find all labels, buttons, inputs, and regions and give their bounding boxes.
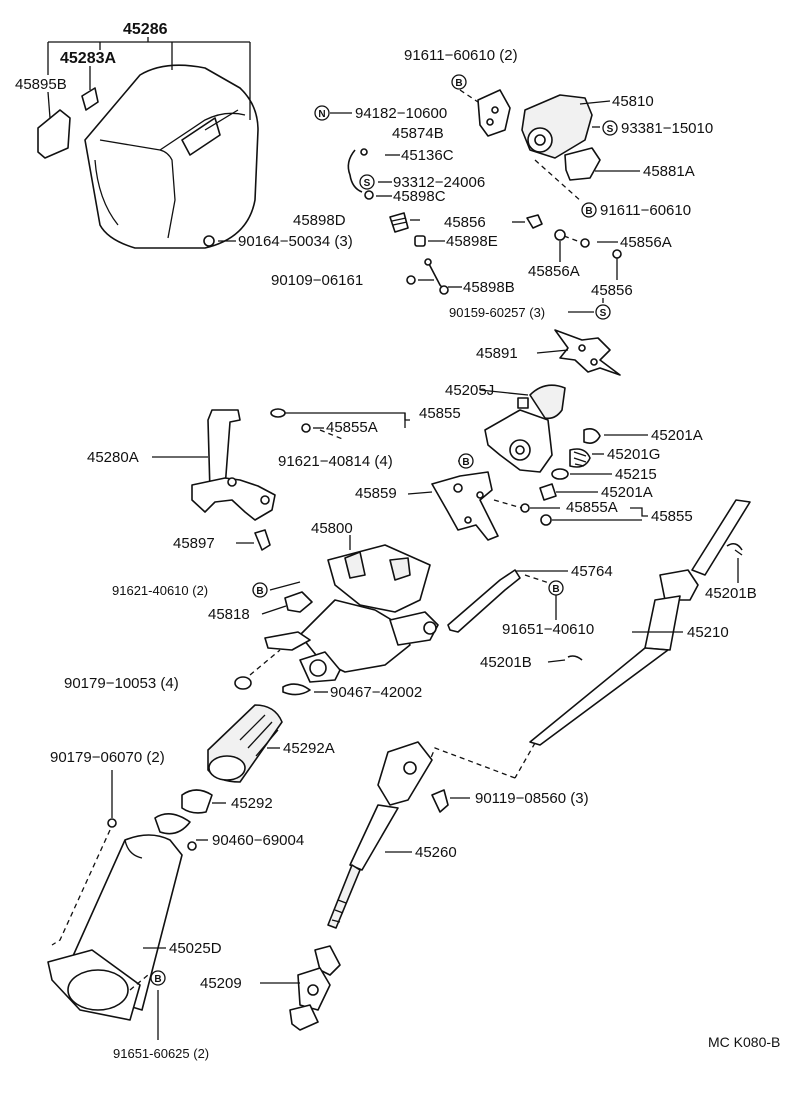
label-45874b: 45874B xyxy=(392,125,444,142)
label-45891: 45891 xyxy=(476,345,518,362)
label-45292: 45292 xyxy=(231,795,273,812)
svg-text:N: N xyxy=(318,109,325,120)
column-housing-45800-leaders xyxy=(234,569,568,696)
label-91611-60610-2: 91611−60610 (2) xyxy=(404,47,518,64)
label-91651-40610: 91651−40610 xyxy=(502,621,594,638)
label-45855a-bottom: 45855A xyxy=(566,499,618,516)
screw-symbol-93312-24006: S xyxy=(359,174,375,190)
label-45856-bottom: 45856 xyxy=(591,282,633,299)
label-45856a-right: 45856A xyxy=(620,234,672,251)
label-90109-06161: 90109−06161 xyxy=(271,272,363,289)
label-90159-60257: 90159-60257 (3) xyxy=(449,305,545,320)
label-45201b-right: 45201B xyxy=(705,585,757,602)
screw-symbol-90159-60257: S xyxy=(595,304,611,320)
column-housing-45800-drawing xyxy=(264,535,439,683)
label-90164-50034: 90164−50034 (3) xyxy=(238,233,353,250)
label-45895b: 45895B xyxy=(15,76,67,93)
label-45859: 45859 xyxy=(355,485,397,502)
key-cylinder-group-leaders xyxy=(330,89,640,313)
key-cylinder-group-drawing xyxy=(347,89,622,295)
label-45898e: 45898E xyxy=(446,233,498,250)
svg-text:B: B xyxy=(462,457,469,468)
label-90460-69004: 90460−69004 xyxy=(212,832,304,849)
label-90119-08560: 90119−08560 (3) xyxy=(475,790,589,807)
column-cover-drawing xyxy=(37,64,259,249)
diagram-code: MC K080-B xyxy=(708,1034,780,1050)
label-45897: 45897 xyxy=(173,535,215,552)
label-91621-40610: 91621-40610 (2) xyxy=(112,583,208,598)
label-45025d: 45025D xyxy=(169,940,222,957)
screw-symbol-93381-15010: S xyxy=(602,120,618,136)
label-90179-06070: 90179−06070 (2) xyxy=(50,749,165,766)
label-45283a: 45283A xyxy=(60,50,116,67)
label-45898b: 45898B xyxy=(463,279,515,296)
label-45881a: 45881A xyxy=(643,163,695,180)
bolt-symbol-91611-60610: B xyxy=(581,202,597,218)
label-91651-60625: 91651-60625 (2) xyxy=(113,1046,209,1061)
label-45764: 45764 xyxy=(571,563,613,580)
svg-text:S: S xyxy=(600,308,607,319)
main-shaft-45210-drawing xyxy=(429,499,751,779)
boot-45025d-drawing xyxy=(47,770,208,1040)
svg-text:B: B xyxy=(585,206,592,217)
svg-text:S: S xyxy=(607,124,614,135)
label-91611-60610: 91611−60610 xyxy=(600,202,691,219)
svg-text:S: S xyxy=(364,178,371,189)
label-94182-10600: 94182−10600 xyxy=(355,105,447,122)
bolt-symbol-91621-40610: B xyxy=(252,582,268,598)
label-45286: 45286 xyxy=(123,21,168,38)
tilt-bracket-45280a-drawing xyxy=(152,409,276,551)
nut-symbol-94182-10600: N xyxy=(314,105,330,121)
label-45898c: 45898C xyxy=(393,188,446,205)
label-45855: 45855 xyxy=(419,405,461,422)
label-45260: 45260 xyxy=(415,844,457,861)
label-45818: 45818 xyxy=(208,606,250,623)
bolt-symbol-91651-60625: B xyxy=(150,970,166,986)
bushing-45292a-drawing xyxy=(181,704,283,814)
label-45292a: 45292A xyxy=(283,740,335,757)
label-90179-10053: 90179−10053 (4) xyxy=(64,675,179,692)
label-45209: 45209 xyxy=(200,975,242,992)
label-45898d: 45898D xyxy=(293,212,346,229)
label-45136c: 45136C xyxy=(401,147,454,164)
bracket-45859-drawing xyxy=(407,471,499,541)
bolt-symbol-91651-40610: B xyxy=(548,580,564,596)
label-45810: 45810 xyxy=(612,93,654,110)
label-45201b-left: 45201B xyxy=(480,654,532,671)
label-45205j: 45205J xyxy=(445,382,494,399)
label-90467-42002: 90467−42002 xyxy=(330,684,422,701)
label-93381-15010: 93381−15010 xyxy=(621,120,713,137)
u-joint-45209-drawing xyxy=(260,945,341,1031)
intermediate-shaft-45260-drawing xyxy=(327,741,470,929)
svg-text:B: B xyxy=(154,974,161,985)
label-45856: 45856 xyxy=(444,214,486,231)
label-45201a-top: 45201A xyxy=(651,427,703,444)
label-45201g: 45201G xyxy=(607,446,660,463)
column-housing-upper-drawing xyxy=(484,384,601,526)
bolt-symbol-91621-40814: B xyxy=(458,453,474,469)
svg-text:B: B xyxy=(552,584,559,595)
label-45201a-bottom: 45201A xyxy=(601,484,653,501)
label-45280a: 45280A xyxy=(87,449,139,466)
bracket-45891-drawing xyxy=(536,329,621,376)
column-cover-leaders xyxy=(47,37,251,247)
label-91621-40814: 91621−40814 (4) xyxy=(278,453,393,470)
label-45855a: 45855A xyxy=(326,419,378,436)
label-45856a-bottom: 45856A xyxy=(528,263,580,280)
label-93312-24006: 93312−24006 xyxy=(393,174,485,191)
svg-text:B: B xyxy=(455,78,462,89)
label-45855-bottom: 45855 xyxy=(651,508,693,525)
label-45800: 45800 xyxy=(311,520,353,537)
label-45210: 45210 xyxy=(687,624,729,641)
label-45215: 45215 xyxy=(615,466,657,483)
svg-text:B: B xyxy=(256,586,263,597)
bolt-symbol-91611-60610-2: B xyxy=(451,74,467,90)
